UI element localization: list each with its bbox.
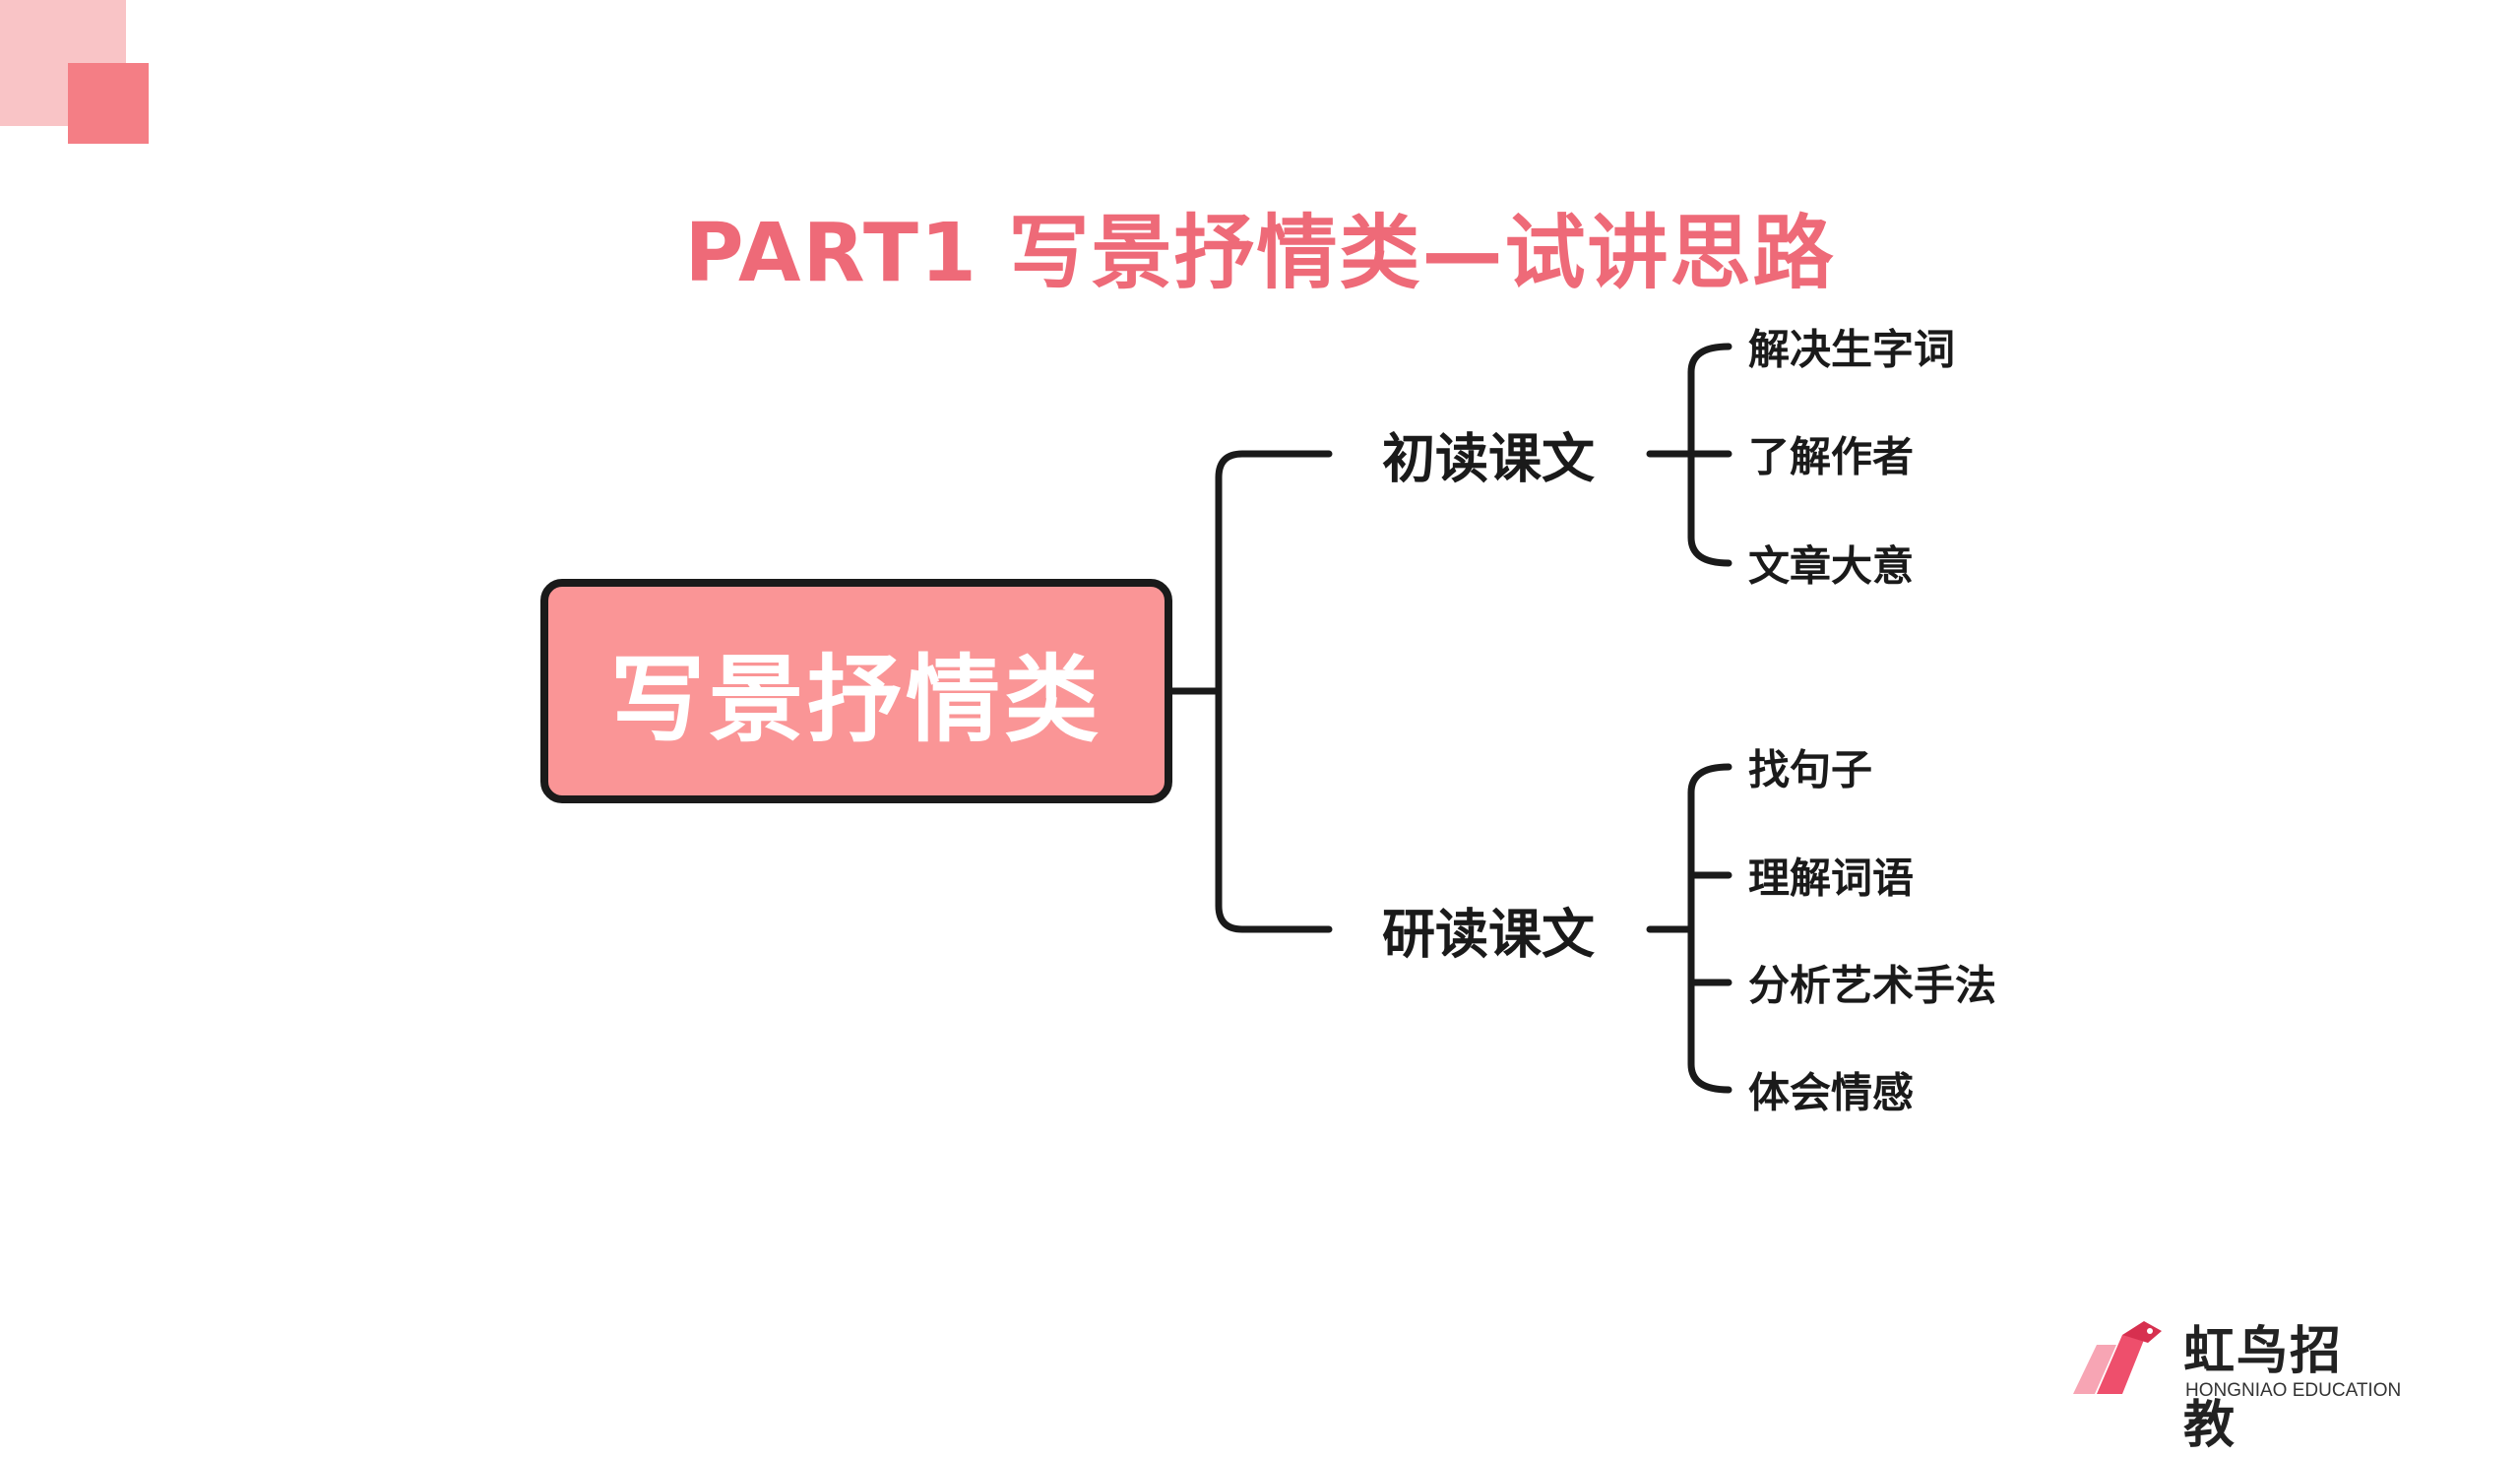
branch-label: 研读课文	[1382, 903, 1595, 966]
leaf-label: 理解词语	[1748, 854, 1915, 903]
bird-logo-icon	[2073, 1321, 2162, 1394]
page-title: PART1 写景抒情类—试讲思路	[684, 207, 1836, 300]
corner-decoration-dark	[68, 63, 149, 144]
mindmap-connectors	[1168, 343, 1732, 1094]
leaf-label: 解决生字词	[1748, 325, 1956, 374]
leaf-label: 了解作者	[1748, 432, 1915, 481]
connector-bracket-1	[1687, 343, 1732, 567]
leaf-label: 找句子	[1748, 745, 1873, 794]
brand-logo: 虹鸟招教 HONGNIAO EDUCATION	[2067, 1309, 2401, 1455]
connector-bracket-2	[1687, 763, 1732, 1094]
logo-name-en: HONGNIAO EDUCATION	[2185, 1380, 2402, 1401]
leaf-label: 分析艺术手法	[1748, 961, 1997, 1010]
connector-main-bracket	[1215, 450, 1333, 933]
root-node-label: 写景抒情类	[610, 644, 1102, 755]
branch-label: 初读课文	[1382, 427, 1595, 490]
leaf-label: 体会情感	[1748, 1068, 1915, 1117]
root-node: 写景抒情类	[540, 579, 1172, 803]
leaf-label: 文章大意	[1748, 541, 1915, 591]
